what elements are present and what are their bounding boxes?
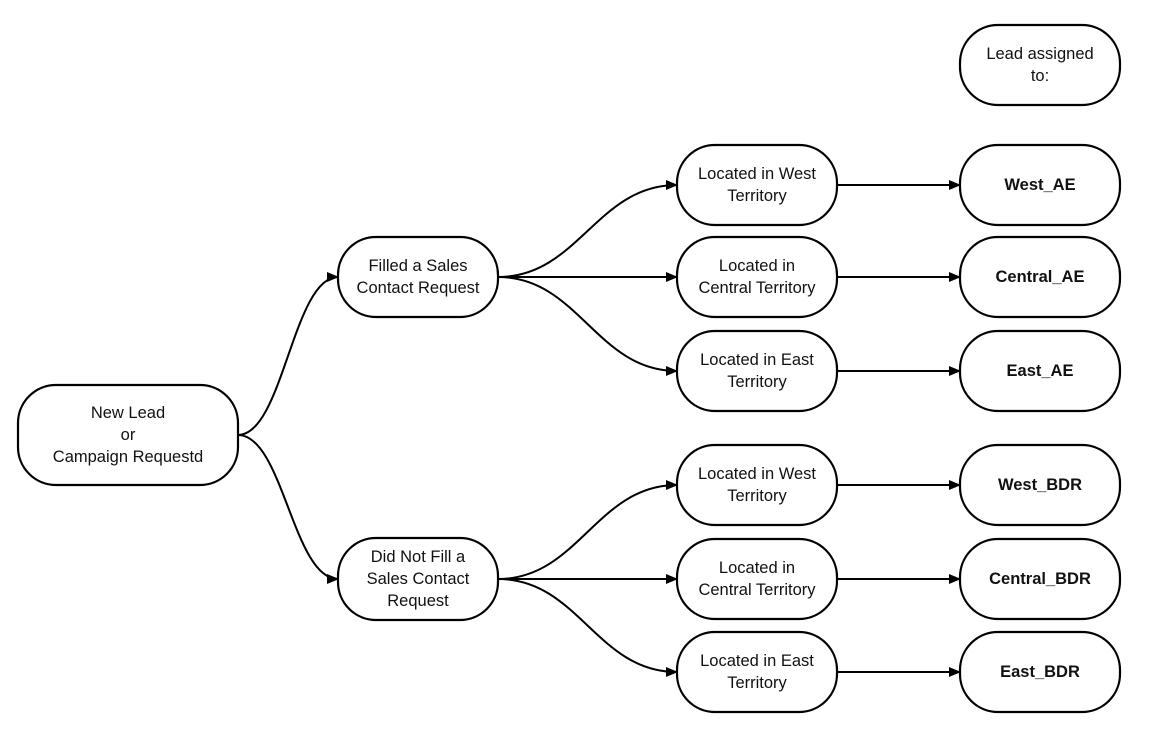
edge-branch-not-filled-to-notfilled-west (497, 480, 678, 580)
node-label-line: East_BDR (1000, 663, 1080, 681)
node-label-line: West_BDR (998, 476, 1082, 494)
node-box (675, 537, 839, 621)
edge-branch-not-filled-to-notfilled-east (497, 578, 678, 677)
node-label-line: Located in East (700, 351, 814, 369)
node-label-line: or (121, 426, 136, 444)
node-label-line: East_AE (1007, 362, 1074, 380)
node-out-central-ae: Central_AE (958, 235, 1122, 319)
node-label-line: Located in (719, 559, 795, 577)
node-out-west-ae: West_AE (958, 143, 1122, 227)
node-label-line: Territory (727, 373, 787, 391)
node-box (958, 143, 1122, 227)
node-out-east-bdr: East_BDR (958, 630, 1122, 714)
node-label-line: Territory (727, 674, 787, 692)
node-out-east-ae: East_AE (958, 329, 1122, 413)
node-out-central-bdr: Central_BDR (958, 537, 1122, 621)
node-label-line: Sales Contact (367, 570, 470, 588)
node-box (958, 235, 1122, 319)
node-box (336, 235, 500, 319)
node-label-line: Filled a Sales (368, 257, 467, 275)
node-box (675, 235, 839, 319)
node-label-line: Territory (727, 487, 787, 505)
node-label-line: Central Territory (698, 279, 816, 297)
node-label-line: Located in West (698, 165, 816, 183)
node-label-line: Central_BDR (989, 570, 1091, 588)
node-label-line: Central_AE (996, 268, 1085, 286)
node-label-line: to: (1031, 67, 1049, 85)
node-label-line: Request (387, 592, 449, 610)
node-filled-central: Located in Central Territory (675, 235, 839, 319)
node-box (675, 329, 839, 413)
node-box (675, 143, 839, 227)
node-box (958, 630, 1122, 714)
edge-root-to-branch-not-filled (237, 434, 339, 584)
node-label-line: Did Not Fill a (371, 548, 466, 566)
node-box (958, 537, 1122, 621)
node-label-line: Located in (719, 257, 795, 275)
node-box (675, 443, 839, 527)
node-label-line: Territory (727, 187, 787, 205)
node-label-line: Contact Request (357, 279, 480, 297)
edge-branch-filled-to-filled-east (497, 276, 678, 376)
edge-branch-filled-to-filled-west (497, 180, 678, 278)
node-box (958, 329, 1122, 413)
node-label-line: Located in West (698, 465, 816, 483)
node-notfilled-central: Located in Central Territory (675, 537, 839, 621)
node-header: Lead assigned to: (958, 23, 1122, 107)
node-box (16, 383, 240, 487)
node-box (958, 443, 1122, 527)
node-label-line: Central Territory (698, 581, 816, 599)
edges-layer (237, 180, 961, 677)
node-label-line: New Lead (91, 404, 165, 422)
node-out-west-bdr: West_BDR (958, 443, 1122, 527)
node-label-line: Lead assigned (986, 45, 1093, 63)
node-box (958, 23, 1122, 107)
node-label-line: West_AE (1004, 176, 1075, 194)
node-box (336, 536, 500, 622)
edge-root-to-branch-filled (237, 272, 339, 436)
node-label-line: Located in East (700, 652, 814, 670)
node-label-line: Campaign Requestd (53, 448, 203, 466)
node-box (675, 630, 839, 714)
